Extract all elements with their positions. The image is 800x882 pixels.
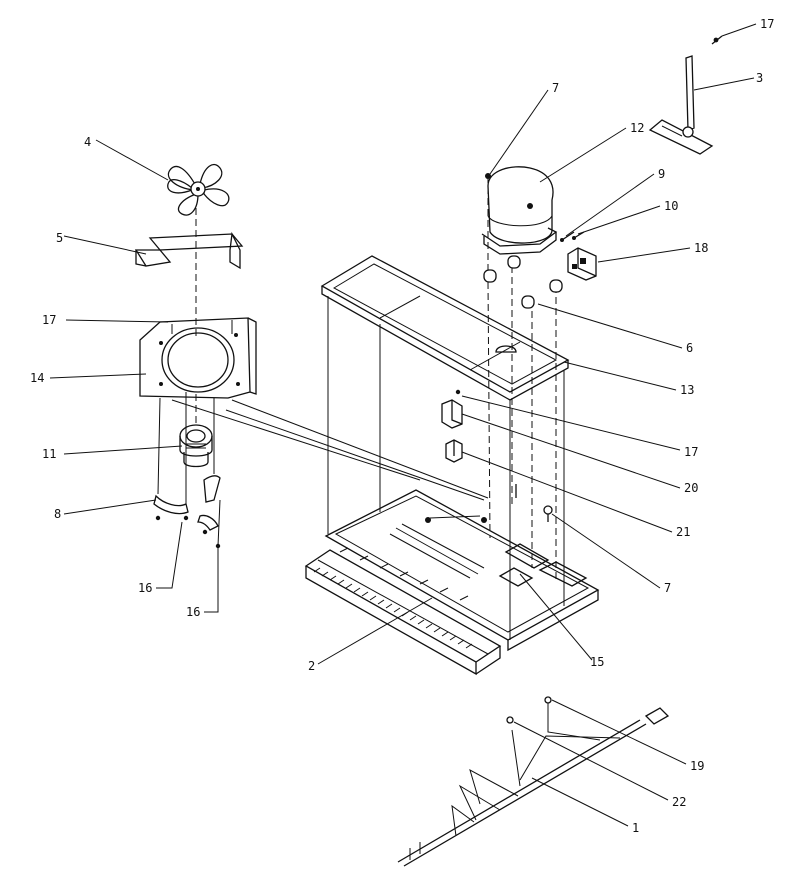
callout-17a: 17 xyxy=(42,313,56,327)
fan-wiring xyxy=(171,399,489,501)
callout-9: 13 xyxy=(680,383,694,397)
base-screw xyxy=(515,484,553,522)
callout-14: 15 xyxy=(590,655,604,669)
motor-bracket-part xyxy=(153,475,221,549)
tray-alignment-lines xyxy=(327,176,565,640)
drain-pan-part xyxy=(320,255,570,401)
callout-5: 5 xyxy=(56,231,63,245)
callout-15: 14 xyxy=(30,371,44,385)
callout-4: 4 xyxy=(84,135,91,149)
callout-16b: 16 xyxy=(186,605,200,619)
callout-13: 12 xyxy=(630,121,644,135)
callout-3: 3 xyxy=(756,71,763,85)
callout-16a: 16 xyxy=(138,581,152,595)
callout-20: 20 xyxy=(684,481,698,495)
fan-shroud-bracket-part xyxy=(134,231,244,270)
callout-21: 21 xyxy=(676,525,690,539)
callout-labels: 4 5 17 14 11 8 16 16 7 12 17 3 9 10 18 6… xyxy=(30,17,774,835)
callout-8: 8 xyxy=(54,507,61,521)
fan-blade-part xyxy=(167,163,230,216)
callout-22: 22 xyxy=(672,795,686,809)
relay-overload-part xyxy=(567,247,597,281)
callout-11: 10 xyxy=(664,199,678,213)
callout-2: 2 xyxy=(308,659,315,673)
wire-harness-part xyxy=(397,696,670,867)
switch-part xyxy=(445,439,463,463)
fan-motor-part xyxy=(179,424,213,468)
base-condenser-part xyxy=(304,489,600,676)
leader-lines xyxy=(49,23,757,827)
mounting-bracket-part xyxy=(648,55,714,155)
fan-mount-plate-part xyxy=(139,317,257,399)
compressor-part xyxy=(481,166,558,255)
callout-12: 11 xyxy=(42,447,56,461)
callout-7a: 7 xyxy=(552,81,559,95)
compressor-grommets-part xyxy=(483,255,563,309)
callout-19: 19 xyxy=(690,759,704,773)
fan-alignment-lines xyxy=(157,208,233,547)
callout-1: 1 xyxy=(632,821,639,835)
callout-7b: 7 xyxy=(664,581,671,595)
callout-17b: 17 xyxy=(760,17,774,31)
callout-18: 18 xyxy=(694,241,708,255)
capacitor-part xyxy=(441,399,463,429)
callout-6: 6 xyxy=(686,341,693,355)
callout-17c: 17 xyxy=(684,445,698,459)
callout-10: 9 xyxy=(658,167,665,181)
screw-17-group xyxy=(455,35,723,395)
